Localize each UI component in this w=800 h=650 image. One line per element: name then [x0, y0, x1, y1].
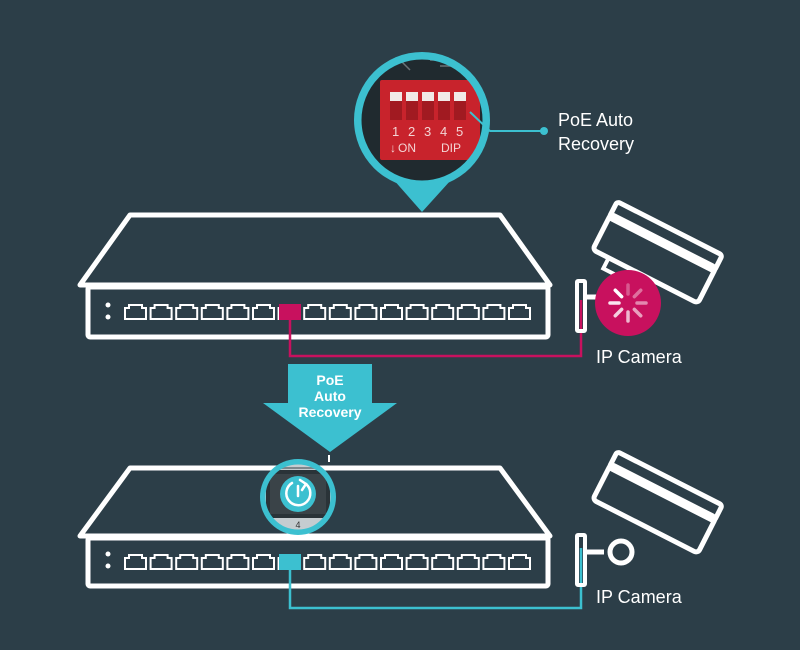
power-cycle-icon: [285, 478, 312, 507]
ethernet-port: [149, 554, 173, 570]
dip-switch-icon: 1 2 3 4 5 ↓ ON DIP: [360, 58, 484, 182]
ethernet-port: [252, 304, 275, 320]
dip-number: 3: [424, 124, 431, 139]
ethernet-port: [380, 554, 403, 570]
callout-leader: [469, 111, 548, 135]
ethernet-port: [303, 304, 327, 320]
arrow-label-line2: Auto: [314, 388, 346, 404]
ethernet-port: [175, 304, 199, 320]
dip-on-arrow: ↓: [390, 141, 396, 155]
arrow-label-line3: Recovery: [298, 404, 361, 420]
top-port-row: [124, 304, 531, 320]
ethernet-port: [431, 554, 455, 570]
bottom-camera-label: IP Camera: [596, 587, 683, 607]
bottom-connection: [279, 548, 583, 610]
ethernet-port: [380, 304, 403, 320]
arrow-label-line1: PoE: [316, 372, 343, 388]
dip-switch-callout: 1 2 3 4 5 ↓ ON DIP: [354, 52, 490, 212]
callout-label-line2: Recovery: [558, 134, 634, 154]
port-zoom-callout: 4: [260, 459, 336, 535]
dip-dip-label: DIP: [441, 141, 461, 155]
top-switch: [77, 212, 553, 340]
ethernet-port: [252, 554, 275, 570]
ethernet-port: [456, 554, 480, 570]
callout-label-line1: PoE Auto: [558, 110, 633, 130]
port-number: 4: [295, 520, 300, 530]
ip-camera-icon: [575, 450, 724, 587]
ethernet-port: [328, 304, 352, 320]
ethernet-port: [482, 554, 506, 570]
ethernet-port: [303, 554, 327, 570]
ethernet-port: [200, 304, 224, 320]
ethernet-port: [124, 304, 147, 320]
ethernet-port: [354, 304, 378, 320]
ip-camera-icon: [575, 200, 724, 336]
ethernet-port: [200, 554, 224, 570]
top-camera-label: IP Camera: [596, 347, 683, 367]
ethernet-port: [482, 304, 506, 320]
ethernet-port: [226, 304, 250, 320]
ethernet-port: [405, 554, 429, 570]
dip-number: 5: [456, 124, 463, 139]
spinner-tick: [632, 307, 643, 318]
spinner-tick: [613, 307, 624, 318]
dip-number: 2: [408, 124, 415, 139]
ethernet-port: [149, 304, 173, 320]
ethernet-port: [124, 554, 147, 570]
ethernet-port: [508, 554, 531, 570]
bottom-port-row: [124, 554, 531, 570]
ethernet-port: [354, 554, 378, 570]
ethernet-port: [328, 554, 352, 570]
top-connection: [279, 300, 583, 358]
dip-number: 1: [392, 124, 399, 139]
ethernet-port: [175, 554, 199, 570]
ethernet-port: [508, 304, 531, 320]
dip-on-label: ON: [398, 141, 416, 155]
down-arrow-icon: PoE Auto Recovery: [263, 364, 397, 452]
dip-number-labels: 1 2 3 4 5: [392, 124, 463, 139]
dip-number: 4: [440, 124, 447, 139]
ethernet-port: [226, 554, 250, 570]
ethernet-port: [431, 304, 455, 320]
loading-spinner-icon: [608, 283, 648, 323]
ethernet-port: [405, 304, 429, 320]
ethernet-port: [456, 304, 480, 320]
spinner-tick: [632, 288, 643, 299]
spinner-tick: [613, 288, 624, 299]
bottom-switch: [77, 465, 553, 589]
